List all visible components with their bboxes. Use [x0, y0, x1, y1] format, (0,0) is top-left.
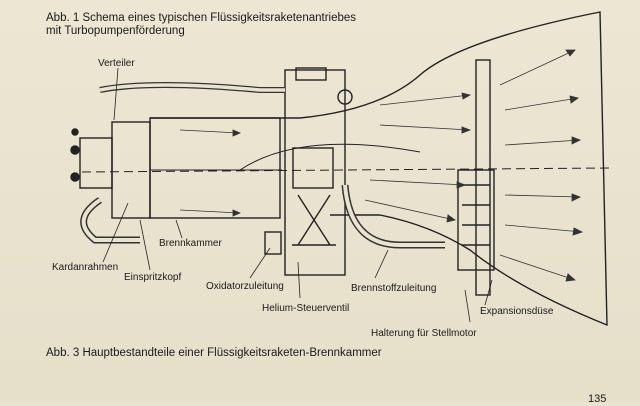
injector-head [111, 121, 151, 219]
label-helium-steuerventil: Helium-Steuerventil [262, 303, 350, 314]
label-kardanrahmen: Kardanrahmen [52, 262, 119, 273]
figure3-caption: Abb. 3 Hauptbestandteile einer Flüssigke… [46, 347, 382, 359]
turbopump [284, 69, 346, 276]
flow-arrows [179, 49, 584, 282]
label-brennkammer: Brennkammer [159, 238, 222, 249]
page-number: 135 [588, 393, 607, 405]
leader-lines [102, 67, 493, 323]
label-brennstoffzuleitung: Brennstoffzuleitung [351, 283, 437, 294]
label-verteiler: Verteiler [98, 58, 135, 69]
label-einspritzkopf: Einspritzkopf [124, 272, 182, 283]
combustion-chamber [149, 117, 281, 219]
nozzle-manifold [475, 59, 491, 296]
nozzle-outline [150, 11, 608, 327]
label-halterung-stellmotor: Halterung für Stellmotor [371, 328, 477, 339]
figure1-caption-line2: mit Turbopumpenförderung [46, 25, 185, 37]
figure1-caption-line1: Abb. 1 Schema eines typischen Flüssigkei… [46, 12, 357, 24]
label-oxidatorzuleitung: Oxidatorzuleitung [206, 281, 284, 292]
label-expansionsduese: Expansionsdüse [480, 306, 554, 317]
center-axis [81, 167, 611, 173]
